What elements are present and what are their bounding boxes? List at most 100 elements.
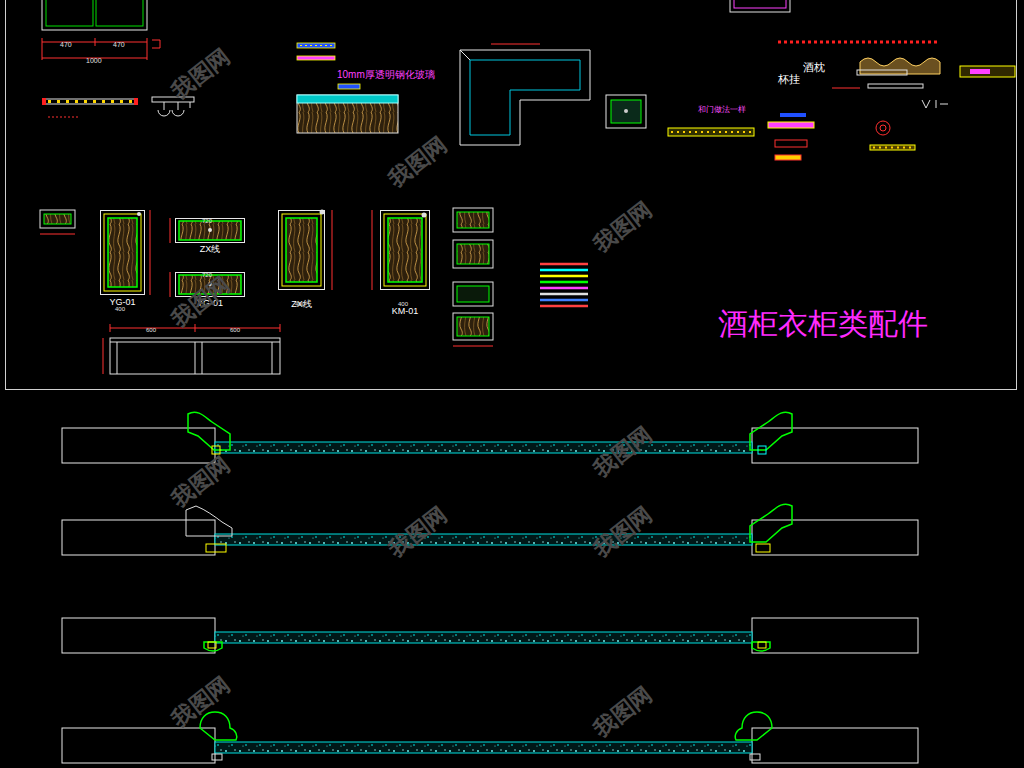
glass-panel-part [297, 95, 398, 103]
glass-panel-part [297, 56, 335, 60]
cabinet-elevation-part [42, 58, 147, 59]
bench-elevation-part [202, 342, 203, 374]
watermark: 我图网 [590, 502, 657, 562]
part-code: KM-01 [392, 307, 419, 317]
profile-section-part [62, 728, 215, 763]
hanging-rod-part [48, 100, 132, 103]
edge-strips-part [540, 293, 588, 296]
label-anchor: 我图网 [168, 690, 234, 714]
sheet-title: 酒柜衣柜类配件 [718, 307, 928, 340]
dimension: 600 [146, 327, 156, 334]
cabinet-elevation-part [42, 38, 43, 60]
corner-counter-part [460, 50, 590, 145]
profile-section-part [215, 742, 752, 753]
part-name: 酒枕 [803, 61, 825, 73]
small-panel-part [611, 100, 641, 123]
part-code: YG-01 [197, 299, 223, 309]
profile-section-part [215, 632, 752, 643]
door-panels-part [170, 218, 171, 243]
accessory-parts-part [880, 125, 886, 131]
edge-strips-part [540, 299, 588, 302]
profile-section-part [186, 506, 232, 536]
bench-elevation-part [195, 324, 196, 332]
profile-section-part [756, 544, 770, 552]
label-anchor: 杯挂 [778, 69, 800, 87]
door-panels-part [170, 272, 171, 297]
drawer-fronts-part [453, 240, 493, 268]
accessory-parts-part [873, 147, 912, 149]
glass-panel-part [297, 95, 398, 133]
drawer-fronts-part [457, 212, 489, 228]
dimension: 720 [202, 272, 212, 279]
profile-section-part [188, 412, 230, 450]
door-panels-part [104, 214, 141, 291]
watermark: 我图网 [168, 44, 235, 104]
glass-hanger-part [152, 97, 194, 102]
bench-elevation-part [195, 342, 196, 374]
profile-section-part [200, 712, 237, 740]
glass-hanger-part [158, 102, 190, 116]
accessory-parts-part [868, 84, 923, 88]
profile-section-part [758, 642, 766, 648]
edge-strips-part [540, 281, 588, 284]
accessory-parts-part [778, 41, 940, 44]
profile-section-part [752, 520, 918, 555]
label-anchor: 600 [230, 318, 240, 336]
door-panels-part [108, 218, 137, 287]
door-panels-part [208, 282, 212, 286]
label-anchor: 我图网 [385, 150, 451, 174]
watermark: 我图网 [385, 502, 452, 562]
cabinet-elevation-part [95, 38, 96, 46]
label-anchor: 我图网 [590, 700, 656, 724]
drawer-panel: YG-01 [175, 272, 245, 297]
profile-section-part [752, 728, 918, 763]
dimension: 470 [113, 41, 125, 49]
dimension: 1000 [86, 57, 102, 65]
bench-elevation-part [272, 342, 273, 374]
small-drawer-front-part [44, 214, 71, 224]
profile-section-part [758, 446, 766, 454]
small-panel-part [624, 109, 628, 113]
watermark: 我图网 [385, 132, 452, 192]
accessory-parts-part [668, 128, 754, 136]
corner-counter-part [460, 50, 470, 60]
part-name: 杯挂 [778, 73, 800, 85]
part-code: ZX线 [291, 300, 312, 310]
accessory-parts-part [780, 113, 806, 117]
profile-section [62, 618, 918, 653]
label-anchor: 720 [202, 209, 212, 227]
edge-strips-part [540, 263, 588, 266]
drawer-fronts-part [453, 313, 493, 340]
part-code: ZX线 [200, 245, 221, 255]
door-panels-part [208, 228, 212, 232]
small-panel [606, 95, 646, 128]
accessory-parts-part [970, 69, 990, 74]
door-panels-part [179, 221, 241, 240]
watermark: 我图网 [168, 672, 235, 732]
small-panel-part [606, 95, 646, 128]
door-panels-part [150, 210, 151, 295]
watermark: 我图网 [590, 197, 657, 257]
bench-elevation-part [110, 338, 280, 374]
drawer-panel: ZX线 [175, 218, 245, 243]
corner-counter-part [491, 44, 540, 45]
cabinet-elevation-part [46, 0, 93, 26]
accessory-parts-part [857, 70, 907, 75]
accessory-parts-part [876, 121, 890, 135]
small-drawer-front-part [40, 210, 75, 228]
edge-strips-part [540, 275, 588, 278]
profile-section-part [204, 642, 222, 651]
accessory-parts-part [734, 0, 786, 8]
label-anchor: 酒枕 [803, 57, 825, 75]
drawer-fronts-part [457, 244, 489, 264]
glass-panel-part [338, 84, 360, 89]
corner-counter-part [470, 60, 580, 135]
profile-section-part [215, 442, 752, 453]
material-note: 10mm厚透明钢化玻璃 [337, 69, 435, 80]
bench-elevation-part [103, 338, 104, 374]
cabinet-elevation-part [96, 0, 143, 26]
profile-section-part [750, 754, 760, 760]
accessory-parts-part [768, 122, 814, 128]
